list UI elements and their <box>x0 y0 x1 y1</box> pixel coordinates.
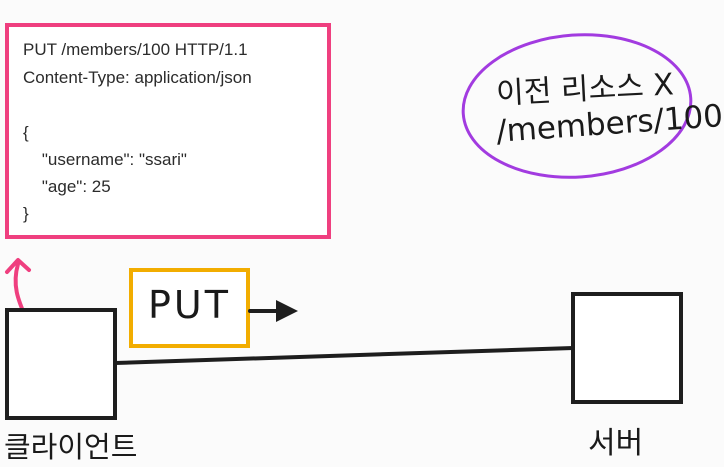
client-box <box>5 308 117 420</box>
request-header-line: Content-Type: application/json <box>23 68 252 87</box>
diagram-shapes <box>5 33 693 420</box>
connection-line <box>114 346 574 365</box>
client-label: 클라이언트 <box>4 430 138 464</box>
server-label: 서버 <box>588 426 644 461</box>
method-arrow-head <box>276 300 298 322</box>
http-request-box: PUT /members/100 HTTP/1.1 Content-Type: … <box>5 23 331 239</box>
request-body-open-brace: { <box>23 123 29 142</box>
request-body-age: "age": 25 <box>23 177 111 196</box>
request-line: PUT /members/100 HTTP/1.1 <box>23 40 248 59</box>
request-body-close-brace: } <box>23 204 29 223</box>
method-box <box>129 268 250 348</box>
request-link-arrowhead <box>5 258 31 274</box>
request-body-username: "username": "ssari" <box>23 150 187 169</box>
diagram-canvas: PUT /members/100 HTTP/1.1 Content-Type: … <box>4 23 724 464</box>
method-label: PUT <box>148 283 231 327</box>
note-ellipse <box>461 33 693 179</box>
server-box <box>571 292 683 404</box>
